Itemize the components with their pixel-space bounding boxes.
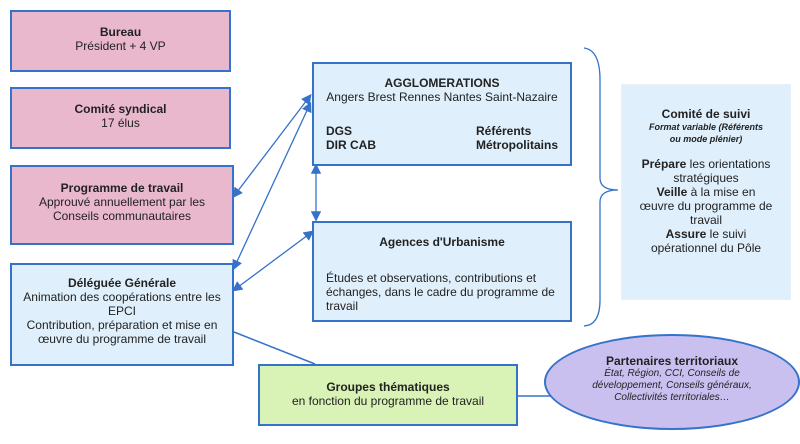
arrow-programme-agglomerations: [232, 93, 312, 199]
assure-bold: Assure: [665, 227, 707, 241]
comite-suivi-title: Comité de suivi: [661, 107, 751, 121]
bureau-title: Bureau: [99, 25, 142, 39]
deleguee-line3: Contribution, préparation et mise en: [26, 318, 218, 332]
bureau-box: Bureau Président + 4 VP: [10, 10, 231, 72]
dgs-label: DGS: [326, 124, 353, 138]
programme-title: Programme de travail: [60, 181, 184, 195]
prepare-text2: stratégiques: [673, 171, 739, 185]
agglomerations-box: AGGLOMERATIONS Angers Brest Rennes Nante…: [312, 62, 572, 166]
agences-line3: travail: [326, 299, 359, 313]
groupes-title: Groupes thématiques: [326, 380, 450, 394]
deleguee-line4: œuvre du programme de travail: [37, 332, 207, 346]
veille-text: à la mise en: [687, 185, 756, 199]
prepare-bold: Prépare: [641, 157, 687, 171]
veille-text2: œuvre du programme de: [639, 199, 773, 213]
line-groupes-deleguee: [233, 331, 316, 365]
deleguee-line1: Animation des coopérations entre les: [23, 290, 221, 304]
deleguee-box: Déléguée Générale Animation des coopérat…: [10, 263, 234, 366]
assure-text: le suivi: [706, 227, 747, 241]
comite-syndical-box: Comité syndical 17 élus: [10, 87, 231, 149]
agences-line1: Études et observations, contributions et: [326, 271, 537, 285]
dircab-label: DIR CAB: [326, 138, 376, 152]
deleguee-line2: EPCI: [107, 304, 136, 318]
curly-brace: [583, 47, 619, 327]
partenaires-title: Partenaires territoriaux: [605, 354, 739, 368]
partenaires-line2: développement, Conseils généraux,: [592, 380, 752, 391]
bureau-text: Président + 4 VP: [75, 39, 166, 53]
deleguee-title: Déléguée Générale: [67, 276, 177, 290]
partenaires-line3: Collectivités territoriales…: [614, 392, 730, 403]
comite-syndical-text: 17 élus: [101, 116, 140, 130]
assure-text2: opérationnel du Pôle: [650, 241, 762, 255]
prepare-text: les orientations: [686, 157, 771, 171]
veille-bold: Veille: [656, 185, 688, 199]
agglomerations-title: AGGLOMERATIONS: [384, 76, 500, 90]
veille-text3: travail: [689, 213, 722, 227]
groupes-box: Groupes thématiques en fonction du progr…: [258, 364, 518, 426]
comite-suivi-sub2: ou mode plénier): [669, 134, 743, 144]
programme-box: Programme de travail Approuvé annuelleme…: [10, 165, 234, 245]
comite-syndical-title: Comité syndical: [74, 102, 167, 116]
arrow-deleguee-agglomerations: [232, 101, 312, 271]
agences-title: Agences d'Urbanisme: [379, 235, 505, 249]
metropolitains-label: Métropolitains: [475, 138, 558, 152]
agences-box: Agences d'Urbanisme Études et observatio…: [312, 221, 572, 322]
programme-line2: Conseils communautaires: [52, 209, 192, 223]
groupes-text: en fonction du programme de travail: [291, 394, 485, 408]
programme-line1: Approuvé annuellement par les: [38, 195, 206, 209]
partenaires-line1: État, Région, CCI, Conseils de: [604, 368, 740, 379]
partenaires-ellipse: Partenaires territoriaux État, Région, C…: [544, 334, 800, 430]
comite-suivi-box: Comité de suivi Format variable (Référen…: [622, 85, 790, 299]
agences-line2: échanges, dans le cadre du programme de: [326, 285, 555, 299]
referents-label: Référents: [475, 124, 532, 138]
comite-suivi-sub1: Format variable (Référents: [648, 122, 764, 132]
arrow-deleguee-agences: [231, 230, 315, 292]
agglomerations-cities: Angers Brest Rennes Nantes Saint-Nazaire: [326, 90, 558, 104]
